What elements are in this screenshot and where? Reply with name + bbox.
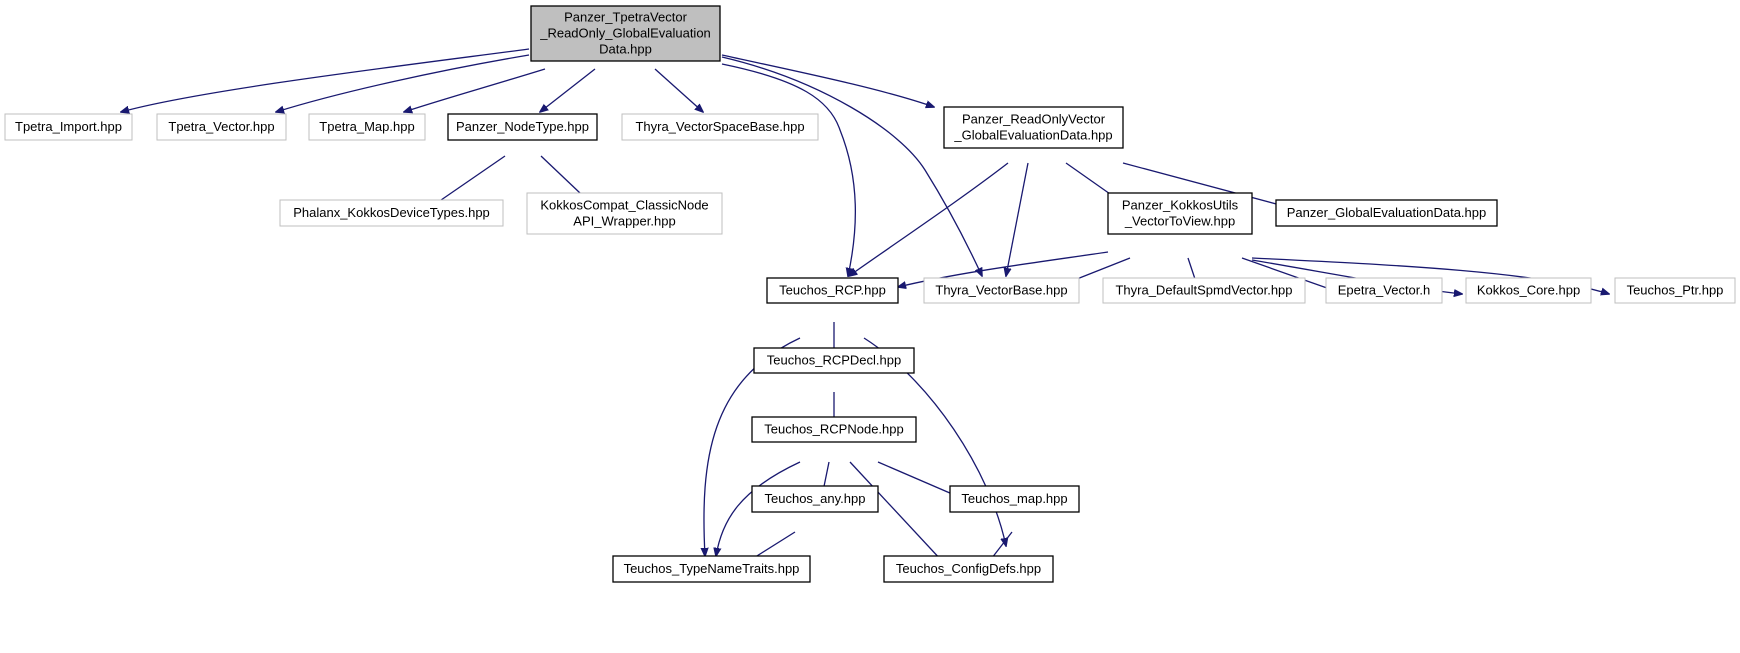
node-label: Data.hpp <box>599 42 652 57</box>
node-label: Teuchos_Ptr.hpp <box>1627 283 1724 298</box>
edge-root-to-panzer_rovged <box>721 54 934 107</box>
node-label: Teuchos_RCPDecl.hpp <box>767 353 901 368</box>
node-label: Kokkos_Core.hpp <box>1477 283 1580 298</box>
node-box <box>447 113 598 141</box>
node-label: Panzer_NodeType.hpp <box>456 119 589 134</box>
node-box <box>1465 277 1592 304</box>
edge-panzer_rovged-to-teuchos_rcp <box>849 162 1009 276</box>
node-epetra-vector[interactable]: Epetra_Vector.h <box>1325 277 1443 304</box>
node-box <box>943 106 1124 149</box>
node-label: Panzer_TpetraVector <box>564 10 688 25</box>
node-label: Teuchos_map.hpp <box>961 491 1067 506</box>
node-label: _GlobalEvaluationData.hpp <box>953 128 1112 143</box>
node-teuchos-ptr[interactable]: Teuchos_Ptr.hpp <box>1614 277 1736 304</box>
edge-root-to-tpetra_import <box>121 48 530 112</box>
node-label: Teuchos_RCPNode.hpp <box>764 422 903 437</box>
node-box <box>4 113 133 141</box>
node-label: Tpetra_Map.hpp <box>319 119 414 134</box>
node-box <box>279 199 504 227</box>
node-box <box>308 113 426 141</box>
node-thyra-vsb[interactable]: Thyra_VectorSpaceBase.hpp <box>621 113 819 141</box>
node-teuchos-rcpnode[interactable]: Teuchos_RCPNode.hpp <box>751 416 917 443</box>
node-box <box>156 113 287 141</box>
edge-root-to-teuchos_rcp <box>721 63 857 276</box>
node-panzer-ged[interactable]: Panzer_GlobalEvaluationData.hpp <box>1275 199 1498 227</box>
node-label: _ReadOnly_GlobalEvaluation <box>539 26 711 41</box>
node-thyra-dsv[interactable]: Thyra_DefaultSpmdVector.hpp <box>1102 277 1306 304</box>
node-label: Teuchos_any.hpp <box>765 491 866 506</box>
node-label: Thyra_VectorSpaceBase.hpp <box>635 119 804 134</box>
node-box <box>949 485 1080 513</box>
edge-teuchos_rcpnode-to-teuchos_tnt <box>716 461 801 556</box>
node-box <box>751 485 879 513</box>
node-teuchos-map[interactable]: Teuchos_map.hpp <box>949 485 1080 513</box>
node-box <box>923 277 1080 304</box>
node-box <box>1325 277 1443 304</box>
node-box <box>1275 199 1498 227</box>
node-box <box>621 113 819 141</box>
node-label: Teuchos_ConfigDefs.hpp <box>896 561 1041 576</box>
node-label: Thyra_DefaultSpmdVector.hpp <box>1115 283 1292 298</box>
node-tpetra-map[interactable]: Tpetra_Map.hpp <box>308 113 426 141</box>
node-tpetra-import[interactable]: Tpetra_Import.hpp <box>4 113 133 141</box>
node-box <box>1614 277 1736 304</box>
edge-panzer_kutv-to-teuchos_rcp <box>898 251 1109 287</box>
node-layer: Panzer_TpetraVector_ReadOnly_GlobalEvalu… <box>4 5 1736 583</box>
node-label: _VectorToView.hpp <box>1124 214 1235 229</box>
node-thyra-vb[interactable]: Thyra_VectorBase.hpp <box>923 277 1080 304</box>
node-teuchos-rcpdecl[interactable]: Teuchos_RCPDecl.hpp <box>753 347 915 374</box>
node-label: KokkosCompat_ClassicNode <box>540 198 708 213</box>
node-tpetra-vector[interactable]: Tpetra_Vector.hpp <box>156 113 287 141</box>
node-box <box>751 416 917 443</box>
node-box <box>766 277 899 304</box>
node-label: Panzer_GlobalEvaluationData.hpp <box>1287 205 1486 220</box>
node-teuchos-rcp[interactable]: Teuchos_RCP.hpp <box>766 277 899 304</box>
node-label: Thyra_VectorBase.hpp <box>935 283 1067 298</box>
node-label: Panzer_ReadOnlyVector <box>962 112 1106 127</box>
node-box <box>1107 192 1253 235</box>
node-label: Teuchos_RCP.hpp <box>779 283 886 298</box>
node-box <box>526 192 723 235</box>
node-box <box>612 555 811 583</box>
node-phalanx-kdt[interactable]: Phalanx_KokkosDeviceTypes.hpp <box>279 199 504 227</box>
node-label: Panzer_KokkosUtils <box>1122 198 1239 213</box>
node-teuchos-tnt[interactable]: Teuchos_TypeNameTraits.hpp <box>612 555 811 583</box>
node-label: Tpetra_Import.hpp <box>15 119 122 134</box>
node-box <box>753 347 915 374</box>
edge-root-to-tpetra_vector <box>276 54 530 112</box>
node-teuchos-configdefs[interactable]: Teuchos_ConfigDefs.hpp <box>883 555 1054 583</box>
node-label: API_Wrapper.hpp <box>573 214 675 229</box>
node-root[interactable]: Panzer_TpetraVector_ReadOnly_GlobalEvalu… <box>530 5 721 62</box>
node-teuchos-any[interactable]: Teuchos_any.hpp <box>751 485 879 513</box>
node-panzer-nodetype[interactable]: Panzer_NodeType.hpp <box>447 113 598 141</box>
edge-panzer_rovged-to-thyra_vb <box>1006 162 1029 276</box>
node-box <box>530 5 721 62</box>
edge-root-to-thyra_vb <box>721 56 982 276</box>
node-box <box>1102 277 1306 304</box>
node-label: Phalanx_KokkosDeviceTypes.hpp <box>293 205 490 220</box>
edge-root-to-thyra_vsb <box>654 68 703 112</box>
node-box <box>883 555 1054 583</box>
node-panzer-rovged[interactable]: Panzer_ReadOnlyVector_GlobalEvaluationDa… <box>943 106 1124 149</box>
edge-root-to-tpetra_map <box>404 68 546 112</box>
node-label: Teuchos_TypeNameTraits.hpp <box>624 561 800 576</box>
node-label: Epetra_Vector.h <box>1338 283 1431 298</box>
node-kokkos-core[interactable]: Kokkos_Core.hpp <box>1465 277 1592 304</box>
edge-root-to-panzer_nodetype <box>540 68 596 112</box>
node-label: Tpetra_Vector.hpp <box>168 119 274 134</box>
node-panzer-kutv[interactable]: Panzer_KokkosUtils_VectorToView.hpp <box>1107 192 1253 235</box>
